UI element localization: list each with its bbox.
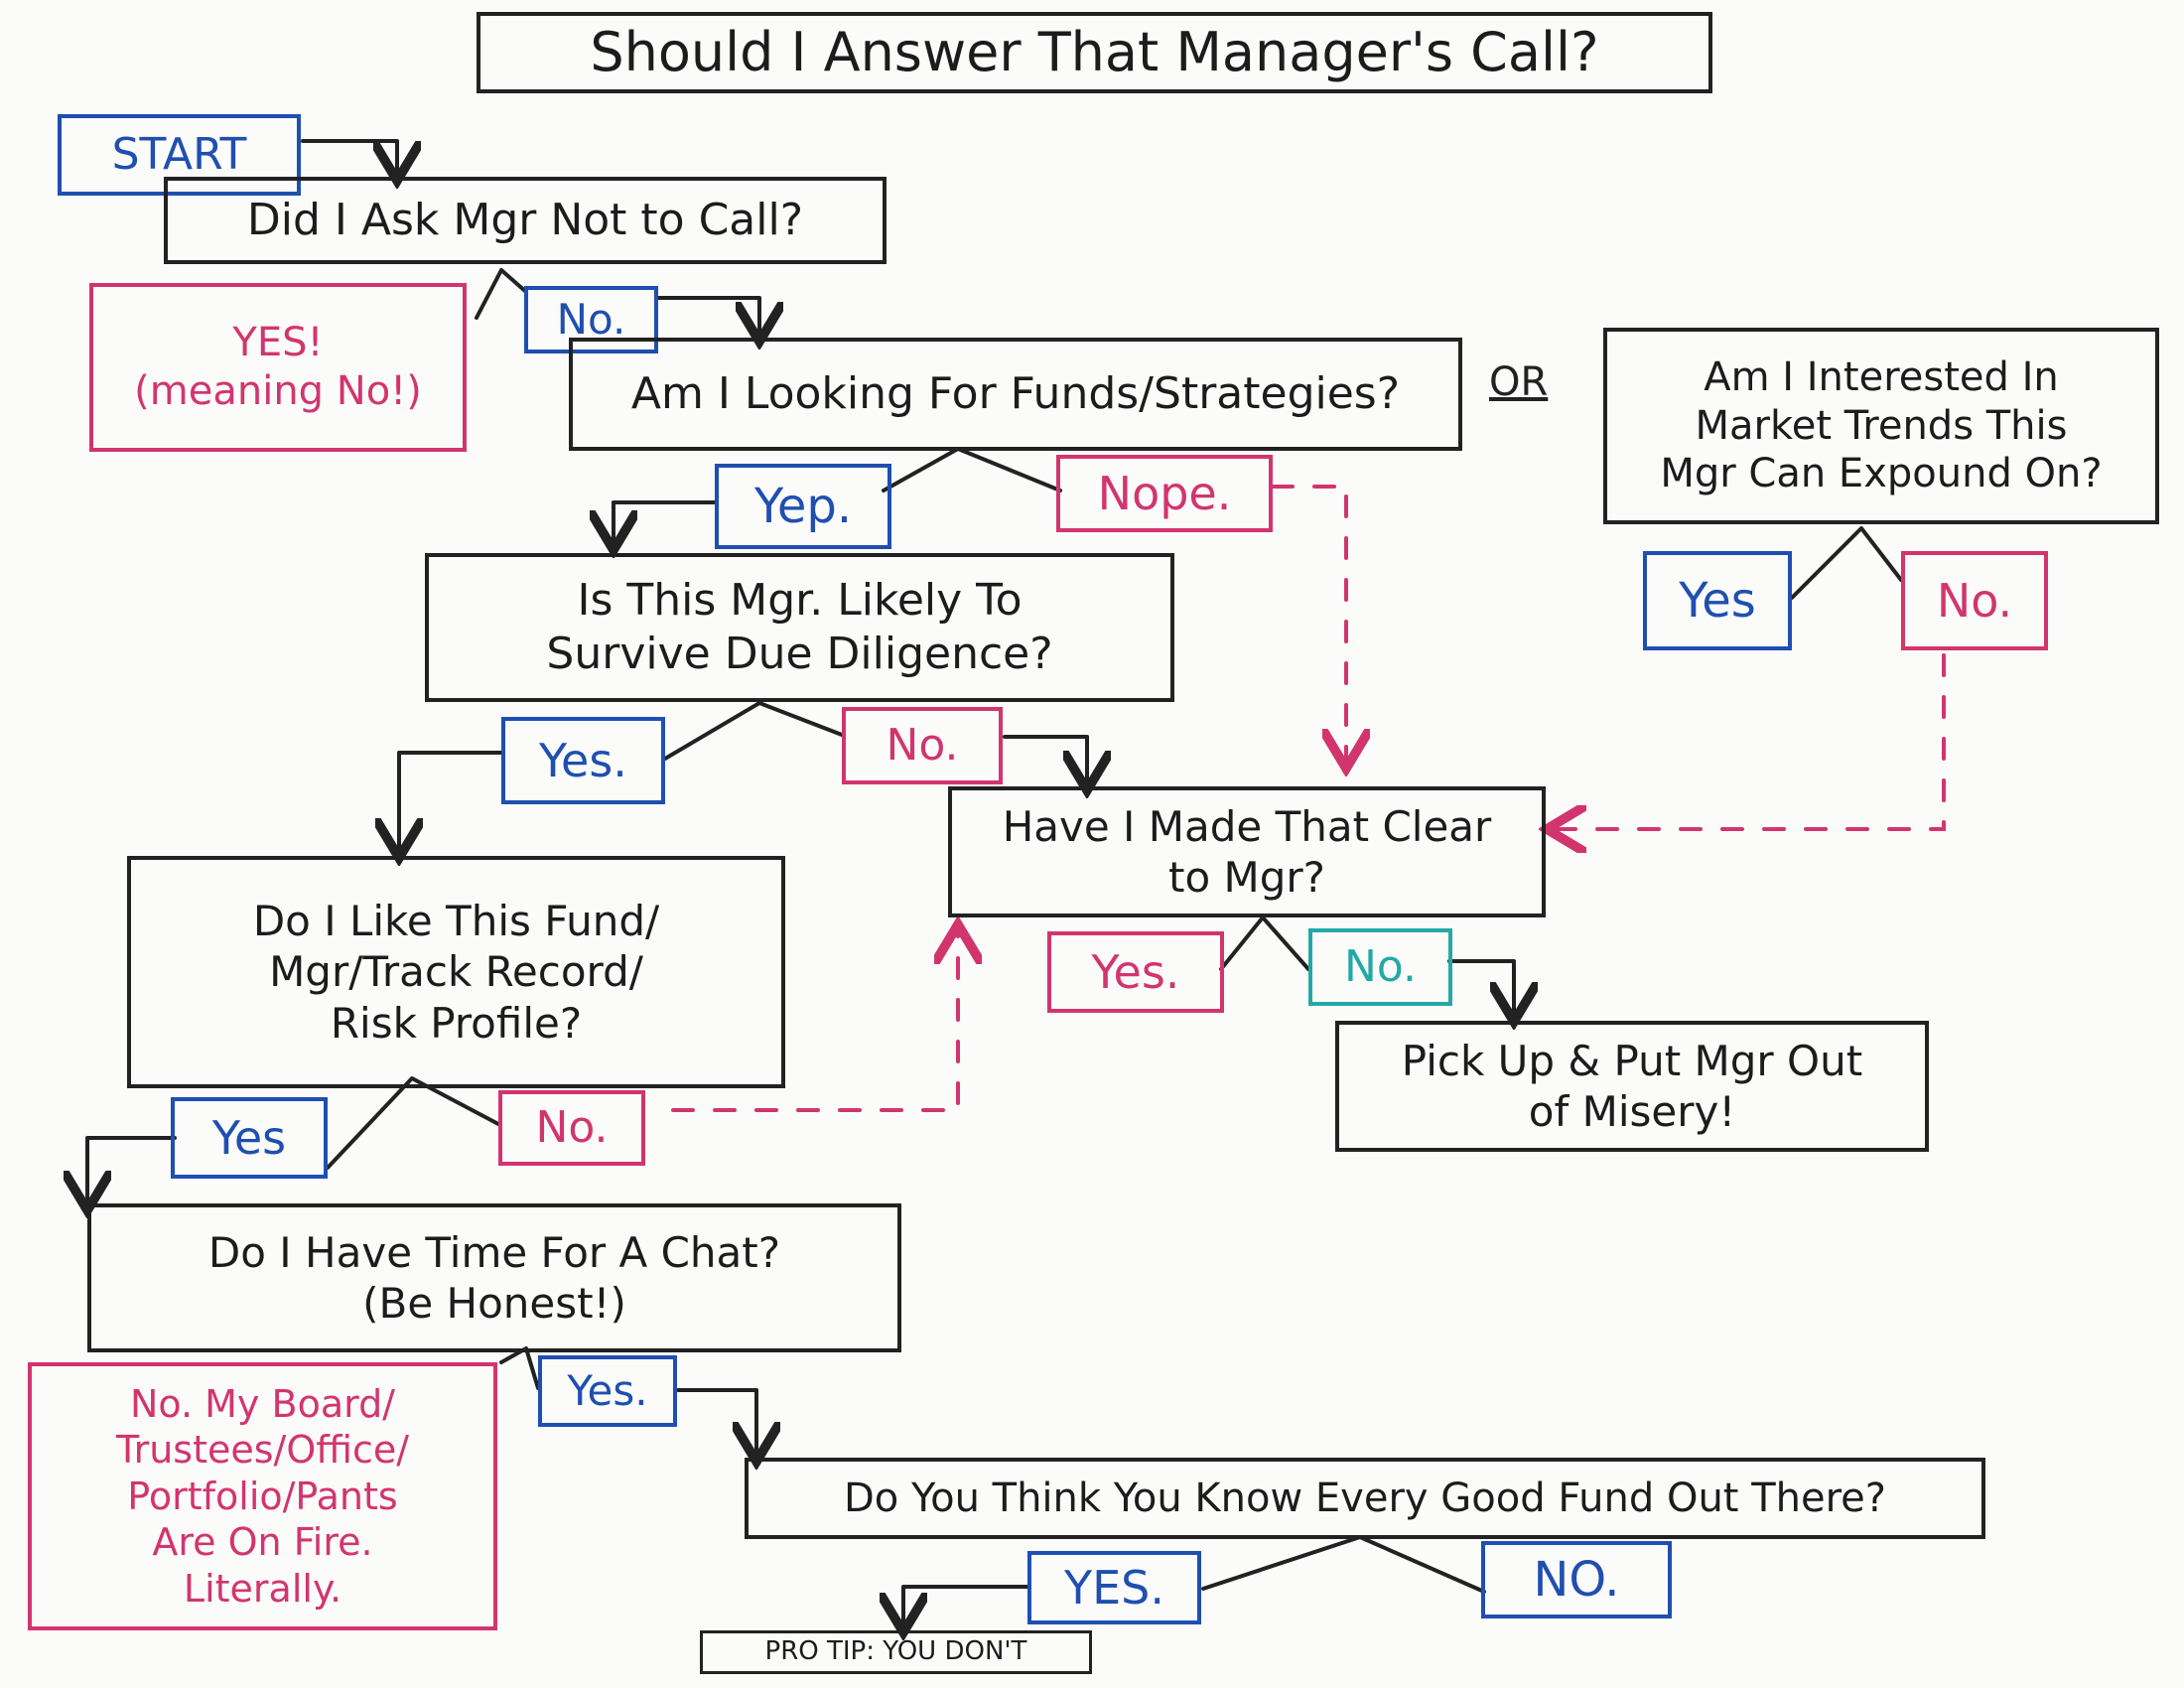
answer-clear-no: No. [1308, 928, 1452, 1006]
question-interested-in-trends: Am I Interested In Market Trends This Mg… [1603, 328, 2159, 524]
answer-yes-meaning-no: YES! (meaning No!) [89, 283, 467, 452]
answer-no-didnt-ask: No. [524, 286, 658, 353]
question-like-this-fund: Do I Like This Fund/ Mgr/Track Record/ R… [127, 856, 785, 1088]
answer-no-pants-on-fire: No. My Board/ Trustees/Office/ Portfolio… [28, 1362, 497, 1630]
start-box: START [58, 114, 301, 196]
question-looking-for-funds: Am I Looking For Funds/Strategies? [569, 338, 1462, 451]
question-time-for-chat: Do I Have Time For A Chat? (Be Honest!) [87, 1203, 901, 1352]
answer-trends-yes: Yes [1643, 551, 1792, 650]
answer-nope: Nope. [1056, 455, 1273, 532]
question-survive-due-diligence: Is This Mgr. Likely To Survive Due Dilig… [425, 553, 1174, 702]
question-asked-not-to-call: Did I Ask Mgr Not to Call? [164, 177, 887, 264]
answer-pick-up-call: Pick Up & Put Mgr Out of Misery! [1335, 1021, 1929, 1152]
answer-dd-yes: Yes. [501, 717, 665, 804]
answer-like-yes: Yes [171, 1097, 328, 1179]
question-know-every-good-fund: Do You Think You Know Every Good Fund Ou… [745, 1458, 1985, 1539]
answer-final-no: NO. [1481, 1541, 1672, 1618]
answer-time-yes: Yes. [538, 1355, 677, 1427]
question-made-that-clear: Have I Made That Clear to Mgr? [948, 786, 1546, 917]
answer-like-no: No. [498, 1090, 645, 1166]
answer-trends-no: No. [1901, 551, 2048, 650]
answer-clear-yes: Yes. [1047, 931, 1224, 1013]
or-label: OR [1489, 359, 1549, 405]
pro-tip-box: PRO TIP: YOU DON'T [700, 1630, 1092, 1674]
answer-dd-no: No. [842, 707, 1003, 784]
answer-yep: Yep. [715, 464, 891, 549]
page-title: Should I Answer That Manager's Call? [477, 12, 1712, 93]
answer-final-yes: YES. [1027, 1551, 1201, 1624]
